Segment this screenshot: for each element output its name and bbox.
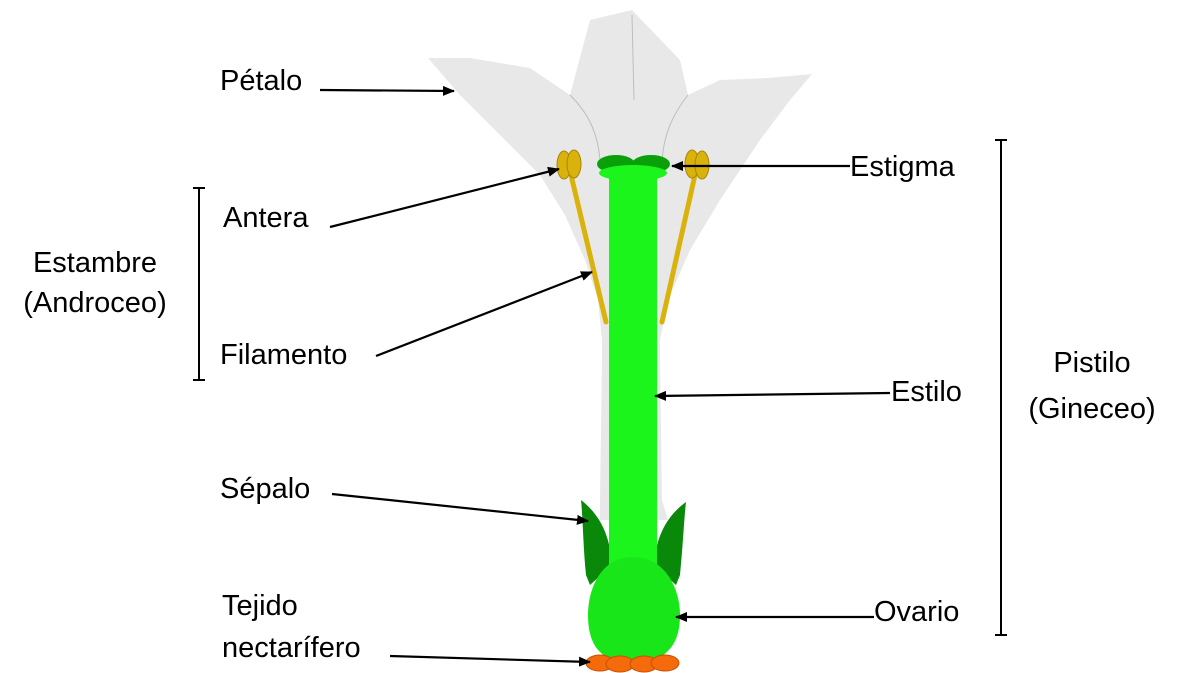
pointer-tejido: [390, 656, 590, 662]
anther-right: [685, 150, 709, 179]
label-estilo: Estilo: [891, 376, 962, 408]
pointer-filamento: [376, 272, 592, 356]
pointer-antera: [330, 169, 559, 227]
ovary: [588, 557, 680, 664]
label-pistilo-line1: Pistilo: [1053, 347, 1130, 379]
label-pistilo-line2: (Gineceo): [1028, 393, 1155, 425]
label-filamento: Filamento: [220, 339, 347, 371]
label-tejido-line1: Tejido: [222, 590, 298, 622]
anther-left: [557, 150, 581, 179]
pointer-petalo: [320, 90, 454, 91]
label-petalo: Pétalo: [220, 65, 302, 97]
label-estambre-line2: (Androceo): [23, 287, 166, 319]
bracket-estambre: [193, 188, 205, 380]
label-antera: Antera: [223, 202, 309, 234]
pointer-estilo: [655, 393, 890, 396]
pointer-sepalo: [332, 494, 588, 521]
label-sepalo: Sépalo: [220, 473, 310, 505]
style: [609, 176, 657, 572]
label-estigma: Estigma: [850, 151, 956, 183]
label-tejido-line2: nectarífero: [222, 632, 361, 664]
bracket-pistilo: [995, 140, 1007, 635]
label-ovario: Ovario: [874, 596, 959, 628]
label-estambre-line1: Estambre: [33, 247, 157, 279]
